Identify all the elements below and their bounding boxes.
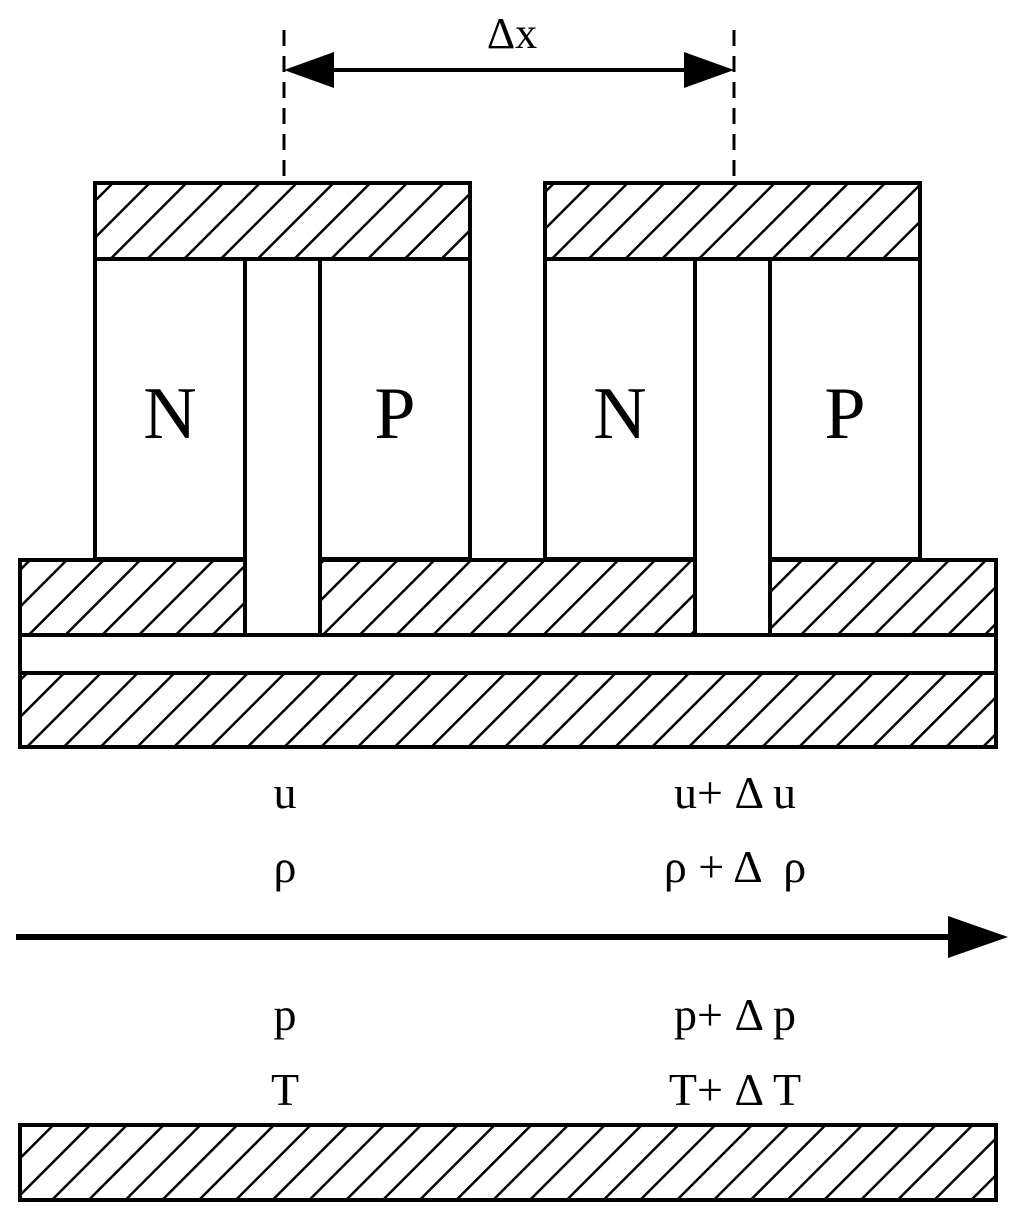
thin-separator-layer [18,633,998,675]
spacing-label: Δx [487,9,537,58]
dimension-right-arrowhead [684,52,734,88]
p-leg [768,257,922,561]
top-plate [93,181,472,261]
n-leg-label: N [143,373,196,455]
base-hatch-segment [768,558,998,637]
temperature-label: T+ Δ T [669,1064,801,1115]
density-label: ρ + Δ ρ [664,841,806,892]
velocity-label: u [274,767,297,818]
pressure-label: p+ Δ p [674,989,796,1040]
p-leg-label: P [374,373,415,455]
insulator-gap [243,257,322,637]
spacing-dimension: Δx [282,9,736,183]
dimension-left-arrowhead [284,52,334,88]
channel-top-wall [18,671,998,749]
insulator-gap [693,257,772,637]
n-leg [543,257,697,561]
thermoelectric-module-2: N P [543,181,922,637]
flow-arrowhead [948,916,1008,958]
p-leg-label: P [824,373,865,455]
flow-direction-arrow [16,916,1008,958]
channel-bottom-wall [18,1123,998,1202]
density-label: ρ [274,841,297,892]
pressure-label: p [274,989,297,1040]
right-state-labels: u+ Δ u ρ + Δ ρ p+ Δ p T+ Δ T [664,767,806,1115]
p-leg [318,257,472,561]
temperature-label: T [271,1064,299,1115]
base-plate-layer [18,558,998,637]
base-hatch-segment [18,558,247,637]
n-leg [93,257,247,561]
base-hatch-segment [318,558,697,637]
left-state-labels: u ρ p T [271,767,299,1115]
top-plate [543,181,922,261]
velocity-label: u+ Δ u [674,767,796,818]
n-leg-label: N [593,373,646,455]
